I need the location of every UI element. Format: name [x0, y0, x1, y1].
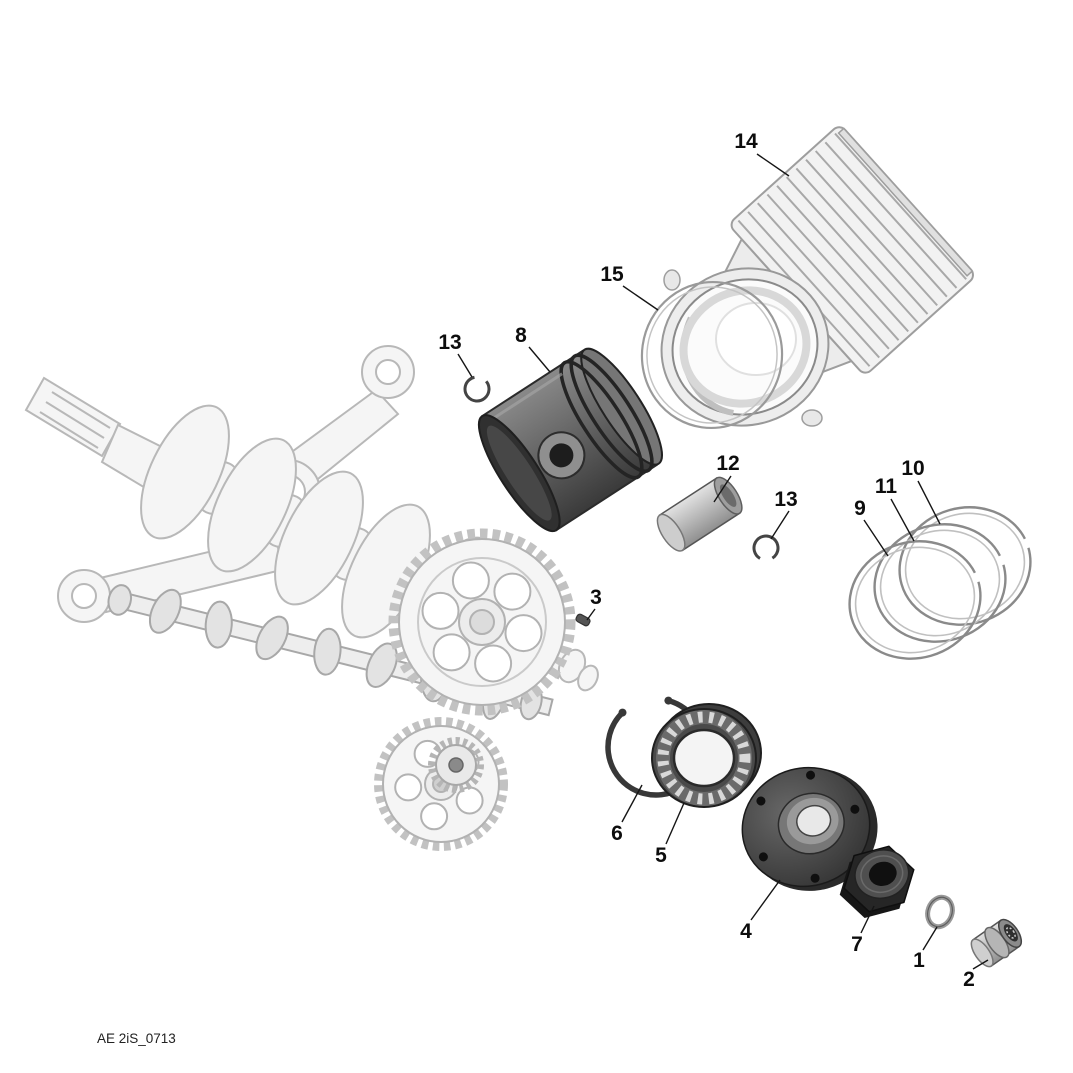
callout-label-8: 8: [515, 324, 527, 347]
piston-ring-middle: [873, 523, 1007, 643]
callout-label-7: 7: [851, 933, 863, 956]
callout-label-6: 6: [611, 822, 623, 845]
cylinder-base-gasket: [640, 280, 784, 430]
callout-label-4: 4: [740, 920, 752, 943]
circlip-top: [463, 375, 491, 403]
piston-pin: [656, 476, 743, 552]
piston-ring-inner: [848, 540, 982, 660]
callout-label-2: 2: [963, 968, 975, 991]
callout-label-13-bottom: 13: [774, 488, 797, 511]
cylinder: [660, 126, 974, 427]
callout-label-11: 11: [875, 475, 898, 498]
callout-label-1: 1: [913, 949, 925, 972]
circlip-bottom: [752, 534, 780, 562]
callout-label-15: 15: [600, 263, 624, 286]
cylinder-lug: [663, 269, 681, 291]
callout-label-14: 14: [734, 130, 758, 153]
leader-lines: [457, 153, 989, 970]
plug-screw: [970, 918, 1023, 968]
callout-label-10: 10: [901, 457, 924, 480]
piston-rings: [848, 506, 1032, 660]
callout-labels: 14 15 13 8 12 13 9 11 10 3 6 5 4 7 1 2: [438, 130, 975, 991]
figure-code: AE 2iS_0713: [97, 1031, 176, 1046]
cylinder-bore: [715, 302, 797, 376]
pinion-gear: [428, 737, 484, 793]
woodruff-key: [575, 613, 591, 627]
callout-label-9: 9: [854, 497, 866, 520]
callout-label-13-top: 13: [438, 331, 461, 354]
piston: [477, 347, 663, 533]
piston-ring-outer: [898, 506, 1032, 626]
callout-label-3: 3: [590, 586, 602, 609]
callout-label-5: 5: [655, 844, 667, 867]
callout-label-12: 12: [716, 452, 739, 475]
cylinder-lug: [801, 409, 823, 427]
hex-nut: [839, 845, 915, 919]
timing-gear-large: [388, 528, 576, 716]
flange-hub: [741, 766, 878, 891]
o-ring: [925, 894, 955, 930]
sprag-clutch: [651, 703, 762, 808]
